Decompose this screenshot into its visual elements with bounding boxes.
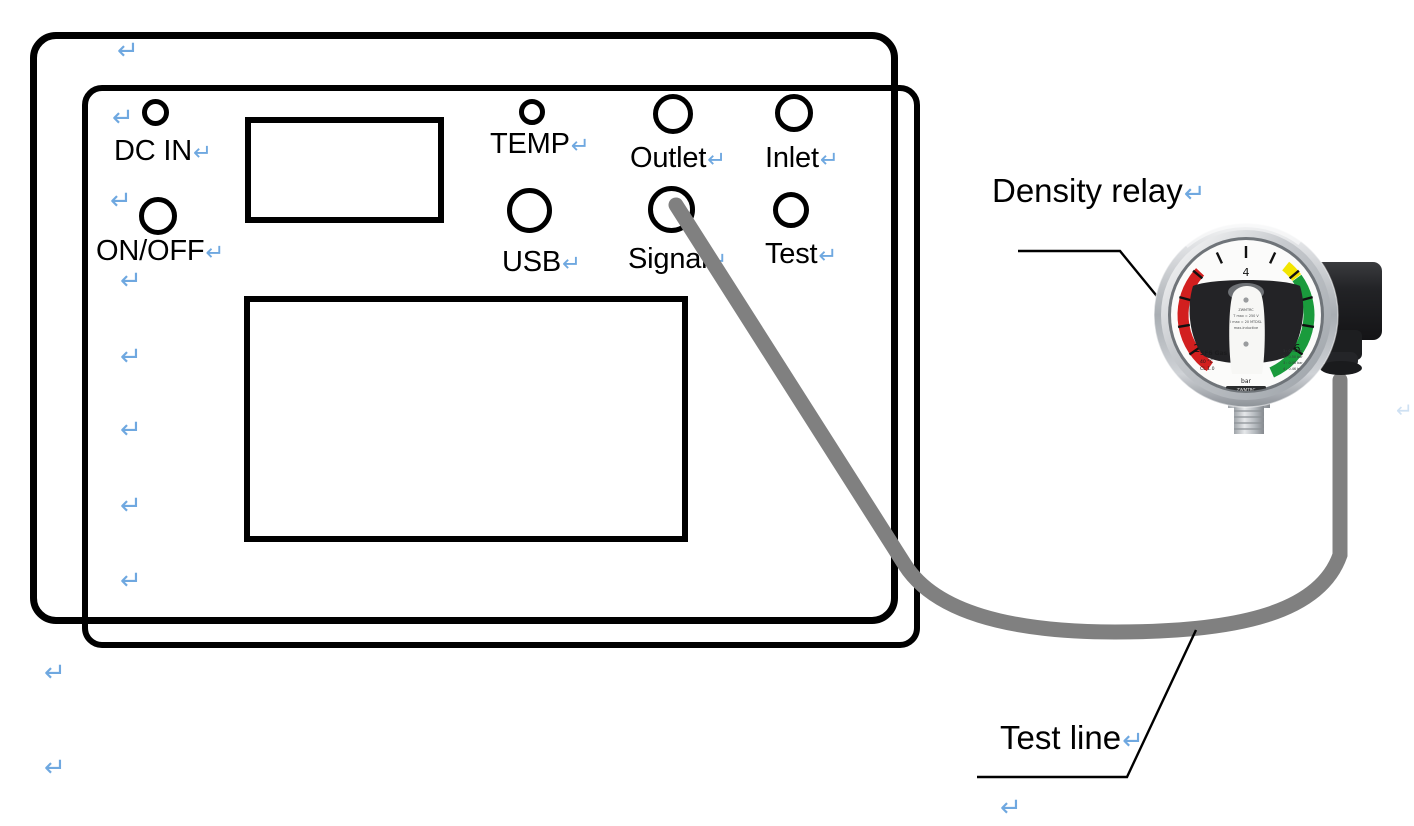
port-label-signal: Signal↵ [628, 243, 728, 275]
port-on-off[interactable] [139, 197, 177, 235]
svg-text:ZWMTRC: ZWMTRC [1237, 388, 1256, 393]
svg-text:ZWMTRC: ZWMTRC [1238, 308, 1254, 312]
port-temp[interactable] [519, 99, 545, 125]
gauge-tick-6: 6 [1294, 342, 1301, 355]
pilcrow-mark: ↵ [205, 240, 225, 266]
svg-text:1 : 0.52 bar: 1 : 0.52 bar [1283, 349, 1303, 353]
svg-text:3 : 0.48 bar: 3 : 0.48 bar [1283, 361, 1303, 365]
pilcrow-mark: ↵ [1396, 398, 1413, 422]
port-label-usb: USB↵ [502, 246, 581, 278]
pilcrow-mark: ↵ [120, 342, 142, 372]
svg-text:40 °C: 40 °C [1200, 359, 1213, 365]
pilcrow-mark: ↵ [44, 658, 66, 688]
pilcrow-mark: ↵ [818, 243, 838, 269]
callout-test-line: Test line↵ [1000, 719, 1144, 756]
pilcrow-mark: ↵ [708, 248, 728, 274]
pilcrow-mark: ↵ [110, 186, 132, 216]
svg-text:4 : 0.46 bar: 4 : 0.46 bar [1283, 367, 1303, 371]
gauge-scale: 2 4 6 ZWMTRC T max = 250 V I max = 20 MT… [1177, 246, 1315, 393]
port-signal[interactable] [648, 186, 695, 233]
port-outlet[interactable] [653, 94, 693, 134]
svg-text:CL 1.0: CL 1.0 [1200, 366, 1215, 372]
svg-text:max-inductive: max-inductive [1234, 326, 1258, 330]
gauge-din-connector [1300, 262, 1382, 375]
port-label-outlet: Outlet↵ [630, 142, 726, 174]
gauge-mechanism [1189, 280, 1304, 364]
svg-text:T max = 250 V: T max = 250 V [1232, 314, 1259, 318]
lower-display [244, 296, 688, 542]
pilcrow-mark: ↵ [1183, 179, 1206, 209]
port-usb[interactable] [507, 188, 552, 233]
port-label-test: Test↵ [765, 238, 838, 270]
pilcrow-mark: ↵ [117, 36, 139, 66]
port-label-temp: TEMP↵ [490, 128, 590, 160]
gauge-unit-label: bar [1241, 378, 1251, 385]
port-inlet[interactable] [775, 94, 813, 132]
port-dc-in[interactable] [142, 99, 169, 126]
gauge-tick-2: 2 [1194, 342, 1201, 355]
port-label-dc-in: DC IN↵ [114, 135, 212, 167]
pilcrow-mark: ↵ [120, 266, 142, 296]
callout-density-relay: Density relay↵ [992, 172, 1206, 209]
svg-text:2 : 0.50 bar: 2 : 0.50 bar [1283, 355, 1303, 359]
gauge-bezel [1154, 223, 1338, 407]
gauge-tick-4: 4 [1243, 266, 1250, 279]
pilcrow-mark: ↵ [192, 140, 212, 166]
pilcrow-mark: ↵ [44, 753, 66, 783]
gauge-process-connection [1228, 386, 1270, 434]
gauge-dial-face [1171, 240, 1321, 390]
pilcrow-mark: ↵ [570, 133, 590, 159]
port-test[interactable] [773, 192, 809, 228]
svg-text:I max = 20 MTDSL: I max = 20 MTDSL [1230, 320, 1262, 324]
upper-display [245, 117, 444, 223]
pilcrow-mark: ↵ [819, 147, 839, 173]
pilcrow-mark: ↵ [120, 566, 142, 596]
port-label-on-off: ON/OFF↵ [96, 235, 225, 267]
pilcrow-mark: ↵ [112, 103, 134, 133]
pilcrow-mark: ↵ [1122, 726, 1144, 756]
pilcrow-mark: ↵ [120, 491, 142, 521]
gauge-medium-label: SF6 Gas [1200, 350, 1228, 357]
pilcrow-mark: ↵ [707, 147, 726, 173]
port-label-inlet: Inlet↵ [765, 142, 839, 174]
pilcrow-mark: ↵ [120, 415, 142, 445]
pilcrow-mark: ↵ [562, 251, 581, 277]
density-relay-leader-line [1018, 249, 1179, 323]
pilcrow-mark: ↵ [1000, 793, 1022, 823]
